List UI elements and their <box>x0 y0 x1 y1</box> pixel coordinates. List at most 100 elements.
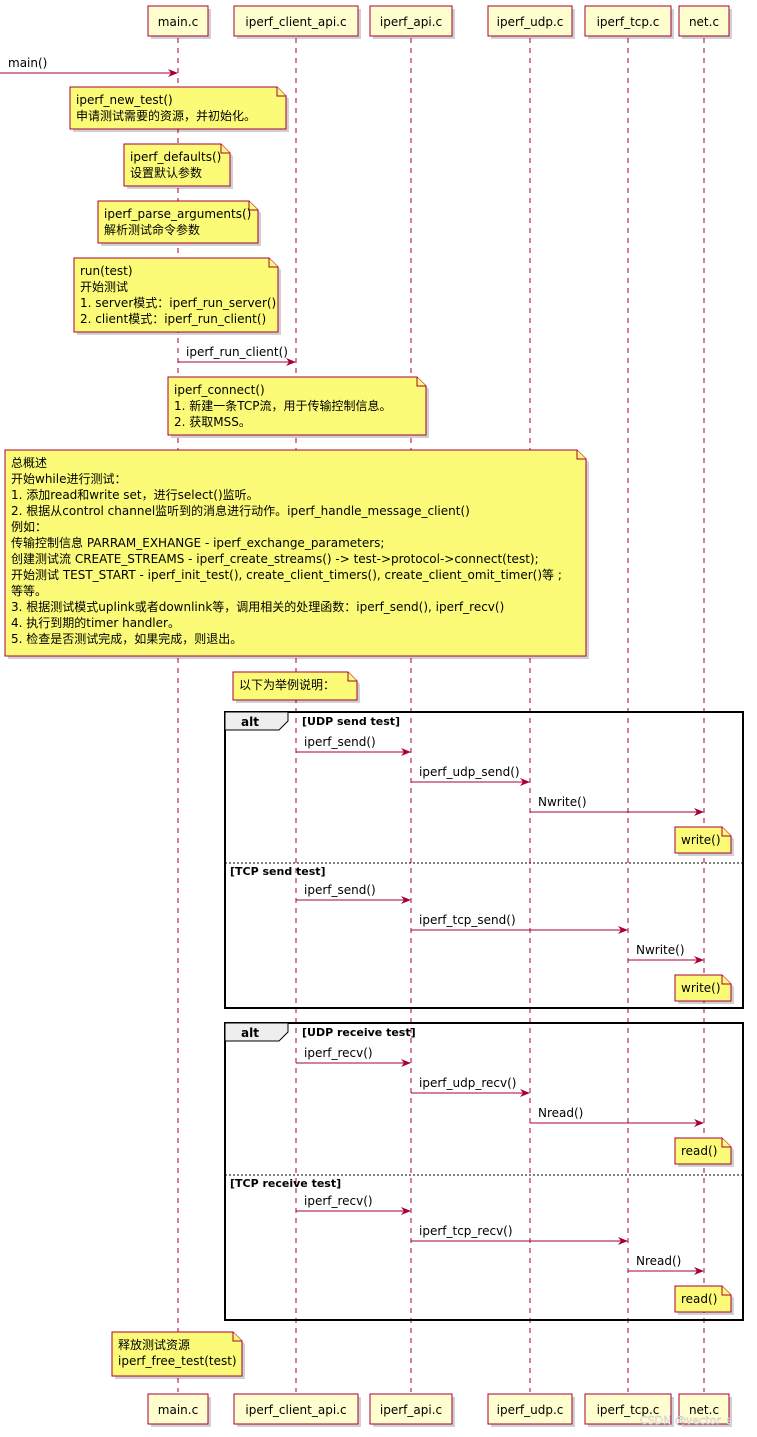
note-line: 1. 添加read和write set，进行select()监听。 <box>11 488 259 502</box>
note-line: 1. 新建一条TCP流，用于传输控制信息。 <box>174 398 392 413</box>
message-label: iperf_send() <box>304 735 376 749</box>
note-line: 5. 检查是否测试完成，如果完成，则退出。 <box>11 631 242 646</box>
note-defaults: iperf_defaults()设置默认参数 <box>123 143 233 189</box>
note-new-test: iperf_new_test()申请测试需要的资源，并初始化。 <box>69 86 289 132</box>
note-line: 释放测试资源 <box>118 1337 190 1352</box>
alt-keyword: alt <box>241 715 259 729</box>
note-line: 开始测试 TEST_START - iperf_init_test(), cre… <box>11 567 562 582</box>
message-tcp_recv_1: iperf_recv() <box>296 1194 411 1215</box>
participant-bottom-5: net.c <box>678 1393 732 1427</box>
note-line: 2. 根据从control channel监听到的消息进行动作。iperf_ha… <box>11 503 470 518</box>
participant-box <box>487 1393 573 1425</box>
note-line: 创建测试流 CREATE_STREAMS - iperf_create_stre… <box>11 551 539 566</box>
alt-keyword-tab <box>224 1022 289 1042</box>
note-fold <box>248 201 258 211</box>
message-run_client: iperf_run_client() <box>178 345 296 366</box>
note-write-1: write() <box>674 826 734 856</box>
message-label: iperf_recv() <box>304 1194 373 1208</box>
participant-label: main.c <box>158 1403 198 1417</box>
message-label: iperf_run_client() <box>186 345 288 359</box>
note-line: read() <box>681 1292 717 1306</box>
note-line: 以下为举例说明： <box>239 677 335 692</box>
note-parse-args: iperf_parse_arguments()解析测试命令参数 <box>97 200 261 246</box>
message-label: iperf_tcp_send() <box>419 913 516 927</box>
participant-label: iperf_udp.c <box>497 15 564 29</box>
participant-box <box>487 5 573 37</box>
message-udp_recv_3: Nread() <box>530 1106 704 1127</box>
participant-bottom-2: iperf_api.c <box>369 1393 455 1427</box>
message-tcp_send_3: Nwrite() <box>628 943 704 964</box>
note-body <box>123 143 231 187</box>
note-line: 3. 根据测试模式uplink或者downlink等，调用相关的处理函数：ipe… <box>11 599 504 614</box>
alt-keyword-tab <box>224 711 289 731</box>
note-body <box>167 376 427 436</box>
note-fold <box>416 377 426 387</box>
note-line: 总概述 <box>11 456 47 470</box>
message-label: main() <box>8 56 47 70</box>
alt-guard-first: [UDP send test] <box>302 715 400 728</box>
note-fold <box>268 258 278 268</box>
participant-label: net.c <box>689 15 719 29</box>
message-label: Nwrite() <box>636 943 685 957</box>
note-line: 解析测试命令参数 <box>104 222 200 237</box>
note-fold <box>276 87 286 97</box>
participant-label: iperf_client_api.c <box>245 1403 346 1417</box>
message-label: iperf_udp_recv() <box>419 1076 516 1090</box>
note-body <box>73 257 279 333</box>
message-udp_recv_1: iperf_recv() <box>296 1046 411 1067</box>
message-label: iperf_recv() <box>304 1046 373 1060</box>
alt-guard-second: [TCP send test] <box>230 865 326 878</box>
participant-label: iperf_client_api.c <box>245 15 346 29</box>
participant-box <box>147 1393 209 1425</box>
participant-top-1: iperf_client_api.c <box>233 5 361 39</box>
alt-guard-first: [UDP receive test] <box>302 1026 416 1039</box>
participant-label: iperf_udp.c <box>497 1403 564 1417</box>
note-line: 传输控制信息 PARRAM_EXHANGE - iperf_exchange_p… <box>11 535 384 550</box>
alt-frame-border <box>224 1022 744 1321</box>
participant-box <box>584 5 672 37</box>
message-label: Nwrite() <box>538 795 587 809</box>
note-line: write() <box>681 833 721 847</box>
note-fold <box>576 450 586 460</box>
note-line: iperf_connect() <box>174 383 265 397</box>
note-line: 设置默认参数 <box>130 165 202 180</box>
participant-bottom-1: iperf_client_api.c <box>233 1393 361 1427</box>
note-line: 4. 执行到期的timer handler。 <box>11 615 180 630</box>
note-body <box>674 1137 732 1165</box>
note-line: run(test) <box>80 264 133 278</box>
alt-frame-border <box>224 711 744 1009</box>
participant-box <box>369 1393 453 1425</box>
alt-keyword: alt <box>241 1026 259 1040</box>
note-fold <box>232 1332 242 1342</box>
participant-bottom-3: iperf_udp.c <box>487 1393 575 1427</box>
note-fold <box>721 975 731 985</box>
message-udp_send_2: iperf_udp_send() <box>411 765 530 786</box>
message-udp_send_3: Nwrite() <box>530 795 704 816</box>
note-read-2: read() <box>674 1285 734 1315</box>
participant-label: iperf_tcp.c <box>597 1403 660 1417</box>
message-label: iperf_udp_send() <box>419 765 520 779</box>
note-line: 例如： <box>11 519 47 534</box>
participant-box <box>584 1393 672 1425</box>
message-tcp_recv_2: iperf_tcp_recv() <box>411 1224 628 1245</box>
message-label: Nread() <box>538 1106 583 1120</box>
alt-frame-recv: alt [UDP receive test] [TCP receive test] <box>224 1022 744 1321</box>
note-fold <box>721 1286 731 1296</box>
note-body <box>4 449 587 657</box>
note-body <box>69 86 287 130</box>
note-line: write() <box>681 981 721 995</box>
participant-top-4: iperf_tcp.c <box>584 5 674 39</box>
alt-guard-second: [TCP receive test] <box>230 1177 341 1190</box>
participant-top-2: iperf_api.c <box>369 5 455 39</box>
participant-label: iperf_api.c <box>380 1403 442 1417</box>
message-tcp_recv_3: Nread() <box>628 1254 704 1275</box>
note-fold <box>721 1138 731 1148</box>
note-line: 1. server模式：iperf_run_server() <box>80 296 276 310</box>
note-body <box>674 974 732 1002</box>
participant-bottom-0: main.c <box>147 1393 211 1427</box>
participant-box <box>233 5 359 37</box>
